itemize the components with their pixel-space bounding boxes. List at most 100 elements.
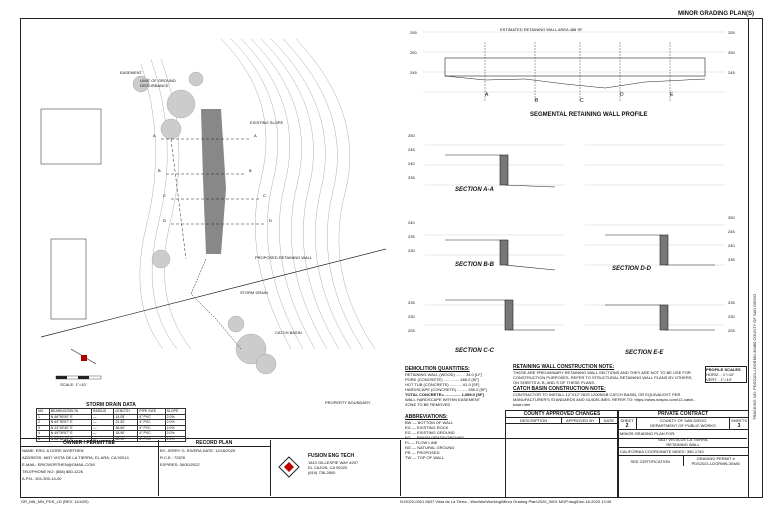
sd-cell: — — [91, 424, 115, 431]
abbr-line: PR — PROPOSED — [405, 450, 440, 455]
section-cc-label: SECTION C-C — [455, 348, 494, 354]
sd-cell: 2.0% — [164, 419, 187, 426]
plan-label-basin: CATCH BASIN — [275, 330, 302, 335]
abbr-line: FL — FLOW LINE — [405, 440, 438, 445]
record-plan-box: RECORD PLAN BY: JERRY G. RIVERA DATE: 12… — [158, 440, 271, 496]
pc-project-2: RETAINING WALL — [618, 442, 748, 448]
svg-text:D: D — [269, 218, 272, 223]
sheet-title: MINOR GRADING PLAN(S) — [678, 11, 754, 17]
tick: 235 — [408, 234, 415, 239]
owner-name-row: NAME: ERIC & DORE WORTHEN — [20, 447, 158, 454]
tick: 235 — [728, 300, 735, 305]
title-block — [20, 438, 747, 497]
footer-right: N:\2020-0001 6637 Vista de La Tierra - W… — [400, 499, 612, 504]
profile-letter-e: E — [670, 92, 674, 98]
pc-sheets-no: 3 — [737, 423, 741, 429]
company-box: FUSION ENG TECH 1810 GILLESPIE WAY #207 … — [270, 440, 401, 496]
pc-cert: SEE CERTIFICATION — [630, 459, 670, 464]
tick: 240 — [408, 220, 415, 225]
profile-scales-vert: VERT. : 1"=10' — [706, 377, 732, 382]
plan-label-boundary: PROPERTY BOUNDARY — [325, 400, 371, 405]
profile-letter-d: D — [620, 92, 624, 98]
demolition-line: TOTAL CONCRETE= .............. 1,089.0 [… — [405, 392, 484, 397]
record-rce-row: R.C.E.: 72876 — [158, 454, 270, 461]
sd-cell: 2.0% — [164, 413, 187, 420]
pc-sheet-label: SHEET — [620, 418, 634, 423]
owner-apn-label: A.P.N.: — [22, 476, 35, 481]
demolition-line: WALL HARDSCAPE WITHIN EASEMENT — [405, 397, 481, 402]
vegetation — [132, 71, 277, 375]
profile-tick-left-3: 245 — [410, 70, 417, 75]
abbreviations-block: ABBREVIATIONS: BW — BOTTOM OF WALL EG — … — [405, 414, 495, 460]
record-plan-title: RECORD PLAN — [158, 440, 270, 447]
pc-sheet-cell: SHEET 2 — [618, 418, 637, 429]
plan-label-drain: STORM DRAIN — [240, 290, 268, 295]
sd-header: RADIUS — [91, 408, 115, 415]
pc-permit: PDS2021-LDGRMN-30480 — [691, 461, 740, 466]
county-changes-box: COUNTY APPROVED CHANGES DESCRIPTION APPR… — [505, 410, 619, 498]
abbr-line: EG — EXISTING ROCK — [405, 425, 449, 430]
tick: 225 — [728, 328, 735, 333]
pc-county-cell: COUNTY OF SAN DIEGO DEPARTMENT OF PUBLIC… — [637, 418, 729, 429]
abbr-line: NG — NATURAL GROUND — [405, 445, 455, 450]
sd-cell: — — [91, 413, 115, 420]
cc-header-date: DATE — [603, 418, 615, 423]
company-phone: (619) 736-2800 — [308, 470, 336, 475]
tick: 245 — [408, 147, 415, 152]
storm-drain-title: STORM DRAIN DATA — [86, 402, 136, 408]
bar-scale — [55, 375, 102, 380]
demolition-line: HOT TUB (CONCRETE) ........... 61.0 [SF] — [405, 382, 480, 387]
section-dd-label: SECTION D-D — [612, 266, 651, 272]
owner-email: ERICWORTHEN@GMAIL.COM — [37, 462, 95, 467]
tick: 230 — [408, 314, 415, 319]
storm-drain-line — [190, 258, 242, 350]
svg-text:A: A — [254, 133, 257, 138]
abbreviations-title: ABBREVIATIONS: — [405, 414, 448, 420]
record-expires-label: EXPIRES: — [160, 462, 179, 467]
tick: 245 — [728, 229, 735, 234]
right-edge-strip — [748, 18, 763, 498]
plan-label-easement: EASEMENT — [120, 70, 143, 75]
section-ee-label: SECTION E-E — [625, 350, 664, 356]
pc-plan-for: MINOR GRADING PLAN FOR: — [620, 431, 676, 436]
pc-permit-label: GRADING PERMIT # — [696, 456, 735, 461]
abbr-line: BW — BOTTOM OF WALL — [405, 420, 454, 425]
demolition-line: PORK (CONCRETE) .............. 466.0 [SF… — [405, 377, 479, 382]
owner-title: OWNER / PERMITTEE — [20, 440, 158, 447]
owner-phone-label: TELEPHONE NO: — [22, 469, 55, 474]
county-changes-title: COUNTY APPROVED CHANGES — [506, 411, 618, 418]
profile-area-label: ESTIMATED RETAINING WALL AREA 488 SF — [500, 27, 583, 32]
tick: 235 — [408, 175, 415, 180]
demolition-title: DEMOLITION QUANTITIES: — [405, 366, 470, 372]
section-aa-label: SECTION A-A — [455, 187, 494, 193]
profile-tick-left-2: 250 — [410, 50, 417, 55]
owner-apn-row: A.P.N.: 301-300-14-00 — [20, 475, 158, 482]
owner-phone-row: TELEPHONE NO: (858) 880-1226 — [20, 468, 158, 475]
profile-title: SEGMENTAL RETAINING WALL PROFILE — [530, 112, 648, 118]
abbr-line: EG — EXISTING GROUND — [405, 430, 455, 435]
pc-coord: 350-1740 — [686, 449, 704, 454]
pc-header-row: SHEET 2 COUNTY OF SAN DIEGO DEPARTMENT O… — [618, 418, 748, 430]
owner-email-label: E-MAIL: — [22, 462, 37, 467]
record-expires: 06/30/2022 — [179, 462, 200, 467]
section-cc-ticks: 235 230 225 — [408, 300, 415, 333]
retaining-wall-hatch — [201, 109, 226, 254]
svg-text:C: C — [263, 193, 266, 198]
pc-coord-row: CALIFORNIA COORDINATE INDEX: 350-1740 — [618, 448, 748, 456]
owner-name-label: NAME: — [22, 448, 35, 453]
storm-drain-table: STORM DRAIN DATA NO. BEARING/DELTA RADIU… — [36, 402, 187, 442]
pc-sheets-cell: SHEETS 3 — [729, 418, 748, 429]
rw-note-title: RETAINING WALL CONSTRUCTION NOTE: — [513, 364, 615, 370]
owner-addr-label: ADDRESS: — [22, 455, 43, 460]
abbr-line: FG — FINISH GRADE/GROUND — [405, 435, 465, 440]
storm-drain-grid: NO. BEARING/DELTA RADIUS LENGTH PIPE SIZ… — [36, 408, 187, 442]
contour-lines — [139, 38, 376, 350]
county-changes-header: DESCRIPTION APPROVED BY DATE — [506, 418, 618, 424]
company-address: 1810 GILLESPIE WAY #207 — [308, 460, 359, 465]
svg-text:B: B — [158, 168, 161, 173]
pc-bottom-row: SEE CERTIFICATION GRADING PERMIT # PDS20… — [618, 456, 748, 466]
tick: 230 — [408, 248, 415, 253]
private-contract-title: PRIVATE CONTRACT — [618, 411, 748, 418]
